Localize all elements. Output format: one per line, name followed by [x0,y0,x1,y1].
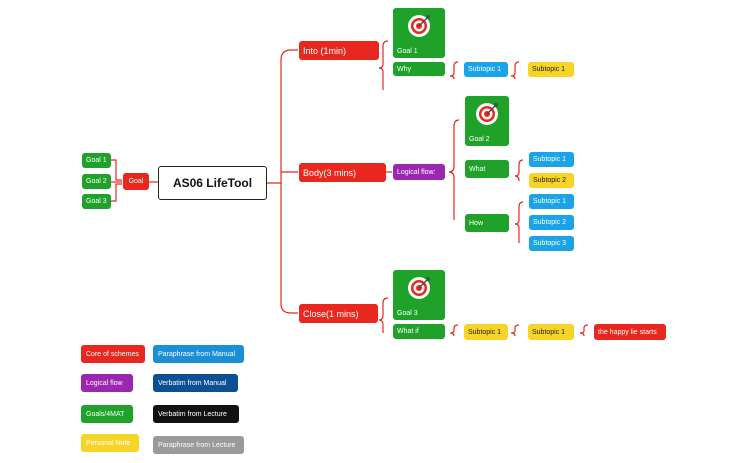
what-if-node[interactable]: What if [393,324,445,339]
intro-subtopic-a[interactable]: Subtopic 1 [464,62,508,77]
close-subtopic-b[interactable]: Subtopic 1 [528,324,574,340]
goal-card-1[interactable]: Goal 1 [393,8,445,58]
close-note[interactable]: the happy lie starts [594,324,666,340]
target-icon [408,15,430,37]
how-subtopic-2[interactable]: Subtopic 2 [529,215,574,230]
logical-flow-node[interactable]: Logical flow: [393,164,445,180]
legend-goals-4mat: Goals/4MAT [81,405,133,423]
section-close[interactable]: Close(1 mins) [299,304,378,323]
what-node[interactable]: What [465,160,509,178]
goal-hub[interactable]: Goal [123,173,149,190]
goal-card-label: Goal 2 [469,136,490,143]
intro-subtopic-b[interactable]: Subtopic 1 [528,62,574,77]
legend-personal-note: Personal Note [81,434,139,452]
how-subtopic-1[interactable]: Subtopic 1 [529,194,574,209]
target-icon [408,277,430,299]
how-node[interactable]: How [465,214,509,232]
goal-card-label: Goal 1 [397,48,418,55]
section-intro[interactable]: Into (1min) [299,41,379,60]
legend-verbatim-lecture: Verbatim from Lecture [153,405,239,423]
section-body[interactable]: Body(3 mins) [299,163,386,182]
why-node[interactable]: Why [393,62,445,76]
target-icon [476,103,498,125]
legend-core-of-schemes: Core of schemes [81,345,145,363]
left-goal-3[interactable]: Goal 3 [82,194,111,209]
close-subtopic-a[interactable]: Subtopic 1 [464,324,508,340]
what-subtopic-2[interactable]: Subtopic 2 [529,173,574,188]
what-subtopic-1[interactable]: Subtopic 1 [529,152,574,167]
legend-paraphrase-lecture: Paraphrase from Lecture [153,436,244,454]
legend-paraphrase-manual: Paraphrase from Manual [153,345,244,363]
goal-card-3[interactable]: Goal 3 [393,270,445,320]
goal-card-label: Goal 3 [397,310,418,317]
how-subtopic-3[interactable]: Subtopic 3 [529,236,574,251]
left-goal-1[interactable]: Goal 1 [82,153,111,168]
root-topic[interactable]: AS06 LifeTool [158,166,267,200]
legend-verbatim-manual: Verbatim from Manual [153,374,238,392]
left-goal-2[interactable]: Goal 2 [82,174,111,189]
legend-logical-flow: Logical flow [81,374,133,392]
goal-card-2[interactable]: Goal 2 [465,96,509,146]
